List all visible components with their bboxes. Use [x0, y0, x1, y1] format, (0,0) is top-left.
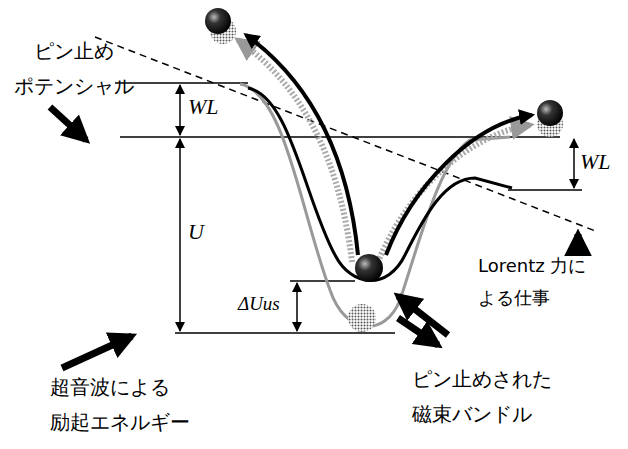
tilt-line [95, 37, 598, 232]
level-line [115, 82, 248, 84]
pointer-arrow [398, 296, 448, 335]
callout-text: Lorentz 力に よる仕事 [478, 250, 624, 313]
flux-ghost [348, 304, 376, 332]
flux-bundle [355, 254, 383, 282]
escape-arrow [246, 35, 358, 255]
pointer-arrow [575, 234, 582, 248]
level-line [290, 280, 355, 282]
level-line [508, 189, 582, 191]
dimension-arrow [296, 283, 298, 331]
flux-bundle [205, 8, 231, 34]
potential-curve [248, 88, 512, 281]
escape-arrow [378, 125, 530, 262]
callout-text: ピン止め ポテンシャル [10, 34, 138, 104]
flux-bundle [537, 100, 563, 126]
dimension-arrow [179, 139, 181, 331]
callout-text: ピン止めされた 磁束バンドル [412, 362, 572, 432]
energy-symbol: U [188, 220, 218, 244]
pointer-arrow [398, 318, 438, 345]
escape-arrow [386, 115, 532, 255]
energy-symbol: WL [580, 150, 624, 174]
pointer-arrow [50, 107, 86, 140]
energy-symbol: WL [188, 95, 238, 119]
pointer-arrow [62, 336, 132, 368]
dimension-arrow [179, 85, 181, 135]
level-line [175, 332, 395, 334]
energy-symbol: ΔUus [238, 294, 294, 315]
callout-text: 超音波による 励起エネルギー [50, 370, 200, 440]
dimension-arrow [573, 139, 575, 188]
